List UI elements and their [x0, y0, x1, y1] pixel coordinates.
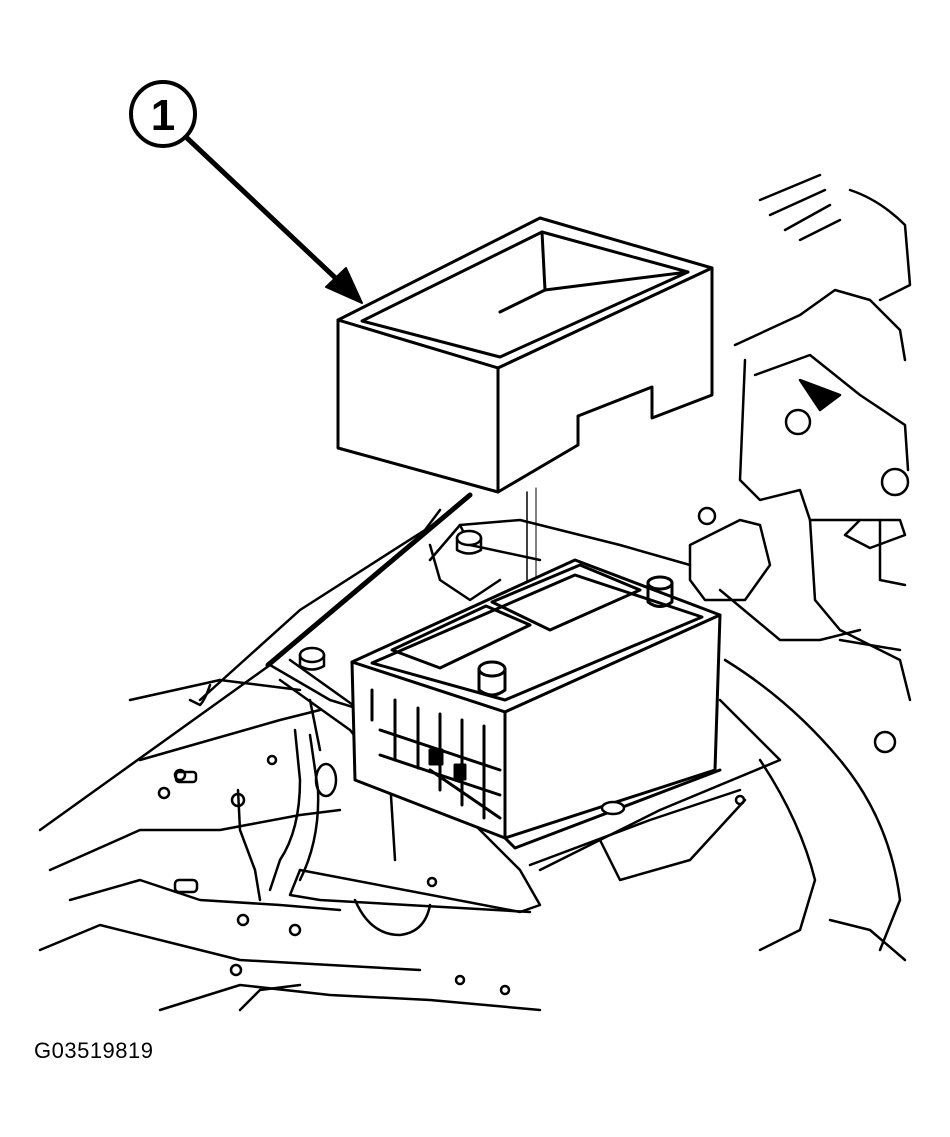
battery: [350, 558, 722, 850]
inner-fender: [688, 173, 912, 962]
callout-1: 1: [129, 80, 363, 304]
figure-code: G03519819: [34, 1038, 154, 1063]
callout-arrow: [184, 135, 363, 304]
callout-number: 1: [151, 91, 175, 140]
hold-down-bolt: [298, 529, 626, 816]
frame-edge-accent: [265, 492, 473, 668]
battery-terminal-positive: [477, 660, 507, 697]
battery-cover: [336, 216, 714, 494]
callout-circle: [129, 80, 197, 148]
battery-terminal-negative: [646, 575, 674, 608]
